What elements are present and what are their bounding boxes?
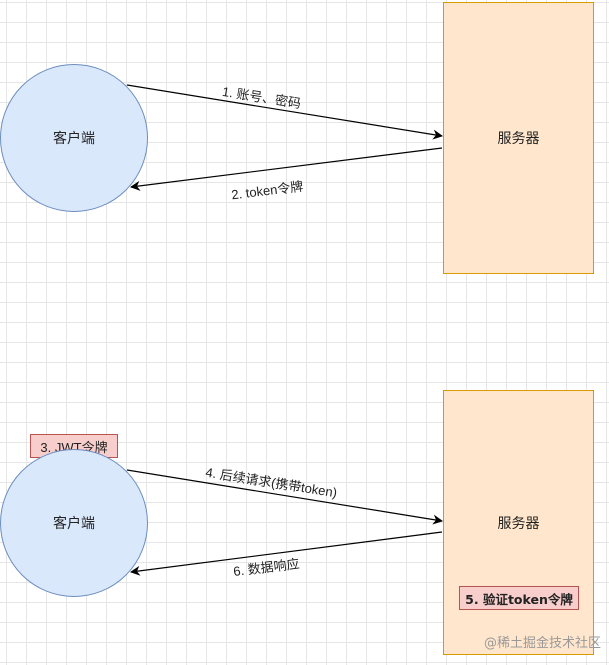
server-label-bottom: 服务器	[497, 514, 540, 531]
client-node-bottom: 客户端	[0, 449, 148, 597]
arrow-request	[126, 469, 443, 525]
arrow-credentials	[126, 84, 443, 140]
server-node-bottom: 服务器	[443, 390, 594, 655]
arrow-token	[130, 147, 443, 191]
watermark-text: @稀土掘金技术社区	[483, 636, 601, 651]
server-label-top: 服务器	[497, 130, 540, 146]
client-node-top: 客户端	[0, 64, 148, 212]
client-label-top: 客户端	[53, 130, 95, 146]
server-node-top: 服务器	[443, 2, 594, 274]
arrow-response	[130, 531, 443, 576]
client-label-bottom: 客户端	[53, 515, 95, 531]
verify-token-tag: 5. 验证token令牌	[459, 586, 579, 610]
